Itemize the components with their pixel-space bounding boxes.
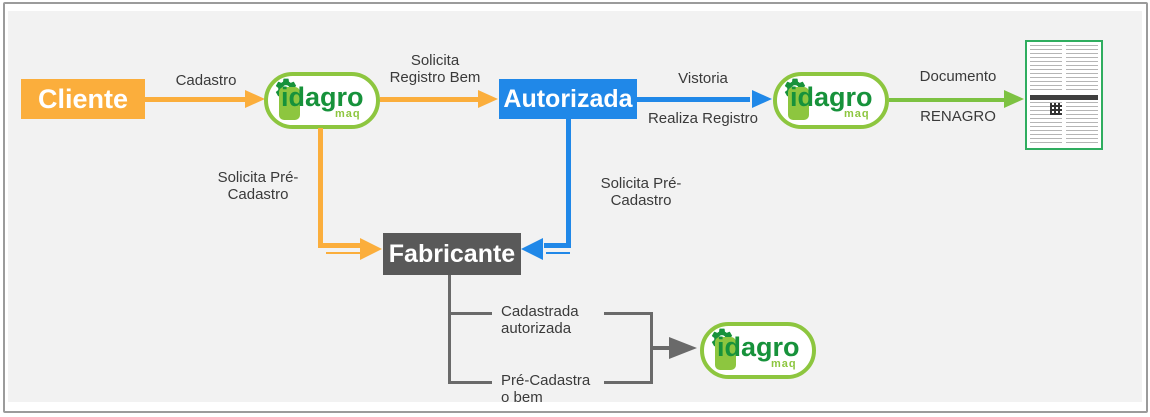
pre-cadastro-left-arrowhead-icon (360, 238, 382, 260)
branch1-stub-line (448, 312, 492, 315)
pre-cadastro-right-hline-double (546, 252, 570, 254)
phone-shape (279, 87, 300, 120)
documento-arrow-line (889, 98, 1004, 102)
pre-cadastro-right-hline (544, 243, 571, 248)
phone-shape (788, 87, 809, 120)
cadastro-arrowhead-icon (245, 90, 265, 108)
solicita-registro-bem-label: Solicita Registro Bem (375, 52, 495, 86)
pre-cadastro-left-vline (318, 128, 323, 248)
pre-cadastro-right-arrowhead-icon (521, 238, 543, 260)
fabricante-tree-vline (448, 275, 451, 384)
document-text-column (1066, 102, 1098, 145)
label-line: Cadastrada (501, 303, 579, 320)
branch2-stub-line (448, 381, 492, 384)
label-line: Cadastro (227, 186, 289, 203)
document-bottom-section (1030, 102, 1098, 145)
idagro-logo-2: id agro maq (773, 72, 889, 129)
label-line: Cadastro (610, 192, 672, 209)
cadastro-label: Cadastro (175, 72, 237, 89)
document-top-section (1030, 45, 1098, 93)
logo-maq-text: maq (771, 358, 797, 370)
solicita-pre-cadastro-right-label: Solicita Pré- Cadastro (590, 175, 692, 209)
logo-id-text: id (717, 332, 741, 362)
pre-cadastro-left-hline (318, 243, 362, 248)
logo-agro-text: agro (741, 332, 800, 362)
branch2-connector-line (604, 381, 653, 384)
logo-agro-text: agro (305, 82, 364, 112)
label-line: o bem (501, 389, 543, 406)
document-text-column (1030, 45, 1062, 93)
realiza-registro-label: Realiza Registro (647, 110, 759, 127)
merge-arrowhead-icon (669, 337, 697, 359)
logo-agro-text: agro (814, 82, 873, 112)
logo-id-text: id (281, 82, 305, 112)
label-line: Solicita Pré- (600, 175, 682, 192)
renagro-label: RENAGRO (920, 108, 996, 125)
solicita-registro-arrow-line (380, 97, 478, 102)
solicita-pre-cadastro-left-label: Solicita Pré- Cadastro (207, 169, 309, 203)
document-dark-band (1030, 95, 1098, 100)
documento-label: Documento (919, 68, 997, 85)
label-line: Registro Bem (389, 69, 481, 86)
documento-arrowhead-icon (1004, 90, 1024, 108)
branch1-connector-line (604, 312, 653, 315)
fabricante-node: Fabricante (383, 233, 521, 275)
solicita-registro-arrowhead-icon (478, 90, 498, 108)
label-line: Solicita Pré- (217, 169, 299, 186)
vistoria-arrowhead-icon (752, 90, 772, 108)
document-form-column (1030, 102, 1062, 145)
cadastro-arrow-line (145, 97, 247, 102)
logo-maq-text: maq (335, 108, 361, 120)
vistoria-arrow-line (637, 97, 750, 102)
idagro-logo-1: id agro maq (264, 72, 380, 129)
logo-id-text: id (790, 82, 814, 112)
idagro-logo-3: id agro maq (700, 322, 816, 379)
phone-shape (715, 337, 736, 370)
logo-maq-text: maq (844, 108, 870, 120)
merge-arrow-line (650, 346, 672, 350)
label-line: autorizada (501, 320, 572, 337)
autorizada-node: Autorizada (499, 79, 637, 119)
vistoria-label: Vistoria (678, 70, 728, 87)
cliente-node: Cliente (21, 79, 145, 119)
pre-cadastra-o-bem-label: Pré-Cadastra o bem (501, 372, 611, 406)
qr-code-icon (1050, 103, 1062, 115)
label-line: Pré-Cadastra (501, 372, 591, 389)
document-renagro-thumbnail (1025, 40, 1103, 150)
pre-cadastro-left-hline-double (326, 252, 362, 254)
pre-cadastro-right-vline (566, 119, 571, 248)
cadastrada-autorizada-label: Cadastrada autorizada (501, 303, 611, 337)
document-text-column (1066, 45, 1098, 93)
diagram-panel: Cliente Cadastro id agro maq Solicita Re… (8, 11, 1142, 406)
label-line: Solicita (410, 52, 460, 69)
